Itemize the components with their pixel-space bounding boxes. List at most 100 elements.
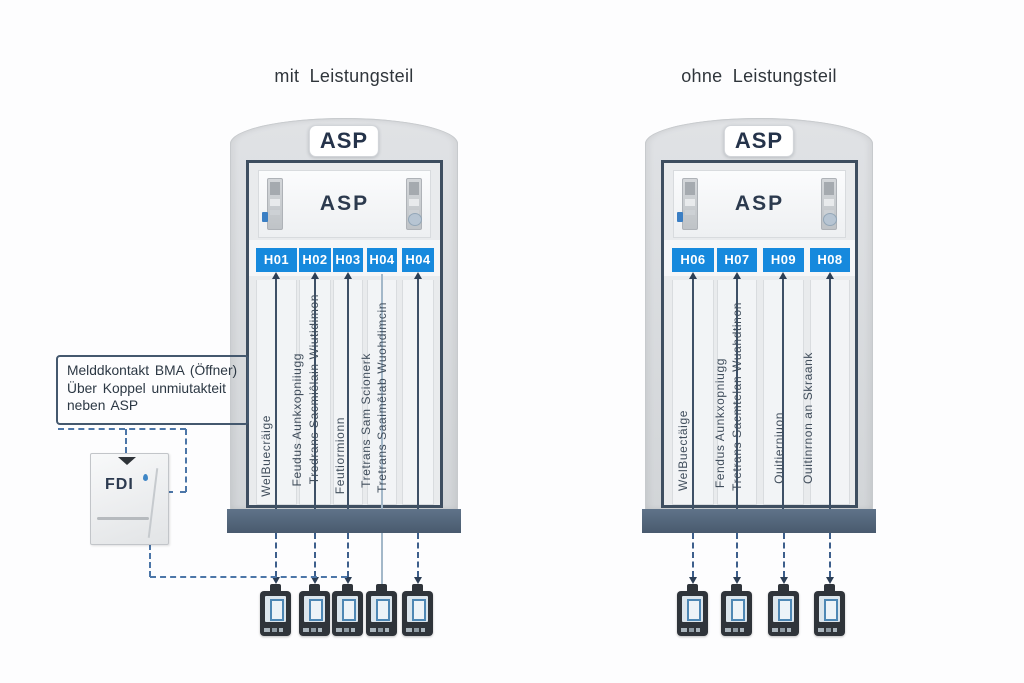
device-tab xyxy=(412,584,423,592)
breaker-window xyxy=(685,199,695,206)
control-panel-device xyxy=(332,584,363,636)
control-panel-device xyxy=(721,584,752,636)
device-screen-frame xyxy=(778,599,792,621)
circuit-breaker-icon xyxy=(262,178,283,230)
control-panel-device xyxy=(299,584,330,636)
wire-h09 xyxy=(782,279,784,509)
device-tab xyxy=(778,584,789,592)
breaker-blue-tab xyxy=(262,212,268,222)
wire-label: WelBuecräige xyxy=(259,415,273,497)
wire-h07 xyxy=(736,279,738,509)
arrow-down-icon xyxy=(826,577,834,584)
device-buttons xyxy=(370,628,389,632)
port-label-h08: H08 xyxy=(810,248,850,272)
control-panel-device xyxy=(814,584,845,636)
switch-panel: ASP xyxy=(258,170,431,238)
wire-h04-b xyxy=(417,279,419,509)
port-label-h02: H02 xyxy=(299,248,331,272)
circuit-breaker-icon xyxy=(821,178,837,230)
wire-h01 xyxy=(275,279,277,509)
annotation-line: Über Koppel unmiutakteit xyxy=(67,380,226,396)
breaker-blue-tab xyxy=(677,212,683,222)
cabinet-plinth-left xyxy=(227,509,461,533)
wire-label: Ouitierniuon xyxy=(772,412,786,484)
device-tab xyxy=(824,584,835,592)
fdi-device: FDI xyxy=(90,453,169,545)
annotation-line: Melddkontakt BMA (Öffner) xyxy=(67,363,238,378)
device-screen-frame xyxy=(731,599,745,621)
device-screen xyxy=(371,596,392,622)
device-tab xyxy=(270,584,281,592)
annotation-box: Melddkontakt BMA (Öffner) Über Koppel un… xyxy=(56,355,249,425)
arrow-up-icon xyxy=(779,272,787,279)
panel-title: ASP xyxy=(319,192,370,215)
port-label-h04-b: H04 xyxy=(402,248,434,272)
drop-wire-dashed xyxy=(347,533,349,577)
drop-wire-solid xyxy=(381,533,383,585)
device-tab xyxy=(342,584,353,592)
cabinet-left: ASP ASP H01 H02 H03 H04 H04 xyxy=(230,118,458,510)
wire-h03 xyxy=(347,279,349,509)
device-buttons xyxy=(336,628,355,632)
drop-wire-dashed xyxy=(829,533,831,577)
connection-dashed-line xyxy=(149,544,151,577)
breaker-toggle xyxy=(824,182,834,195)
device-screen xyxy=(337,596,358,622)
left-figure-title: mit Leistungsteil xyxy=(274,66,414,86)
connection-dashed-line xyxy=(58,428,186,430)
device-screen xyxy=(819,596,840,622)
device-buttons xyxy=(818,628,837,632)
wire-label: Feudus Aunkxopniiugg xyxy=(290,352,304,486)
device-buttons xyxy=(303,628,322,632)
breaker-window xyxy=(824,199,834,206)
device-tab xyxy=(731,584,742,592)
device-buttons xyxy=(725,628,744,632)
device-screen-frame xyxy=(687,599,701,621)
connection-dashed-line xyxy=(150,576,347,578)
switch-panel: ASP xyxy=(673,170,846,238)
wire-label: Ouitinrnon an Skraank xyxy=(801,351,815,484)
wire-h08 xyxy=(829,279,831,509)
wire-label: Fendus Aunkxopniugg xyxy=(713,357,727,488)
right-figure-title: ohne Leistungsteil xyxy=(681,66,837,86)
circuit-breaker-icon xyxy=(406,178,422,230)
device-buttons xyxy=(406,628,425,632)
device-buttons xyxy=(681,628,700,632)
control-panel-device xyxy=(260,584,291,636)
arrow-down-icon xyxy=(344,577,352,584)
arrow-down-icon xyxy=(414,577,422,584)
asp-badge: ASP xyxy=(723,125,795,157)
arrow-down-icon xyxy=(272,577,280,584)
arrow-down-icon xyxy=(118,457,136,465)
drop-wire-dashed xyxy=(692,533,694,577)
device-tab xyxy=(309,584,320,592)
breaker-toggle xyxy=(685,182,695,195)
arrow-up-icon xyxy=(311,272,319,279)
device-tab xyxy=(687,584,698,592)
wire-label: Tretrans Sam Scionerk xyxy=(359,353,373,488)
wire-label: Tredrans Sacmiêlain Wiutidimon xyxy=(307,293,321,484)
drop-wire-dashed xyxy=(736,533,738,577)
control-panel-device xyxy=(366,584,397,636)
wire-h04-a xyxy=(381,274,383,509)
device-buttons xyxy=(772,628,791,632)
arrow-up-icon xyxy=(414,272,422,279)
arrow-up-icon xyxy=(733,272,741,279)
breaker-base xyxy=(409,210,419,215)
port-label-h06: H06 xyxy=(672,248,714,272)
connection-dashed-line xyxy=(167,491,186,493)
panel-title: ASP xyxy=(734,192,785,215)
breaker-toggle xyxy=(270,182,280,195)
fdi-label: FDI xyxy=(105,476,134,493)
breaker-window xyxy=(270,199,280,206)
device-tab xyxy=(376,584,387,592)
device-screen-frame xyxy=(270,599,284,621)
drop-wire-dashed xyxy=(783,533,785,577)
wire-h02 xyxy=(314,279,316,509)
wire-label: Tretrans Saaimêlab Wuohdimcin xyxy=(375,302,389,493)
cabinet-right: ASP ASP H06 H07 H09 H08 xyxy=(645,118,873,510)
device-screen xyxy=(304,596,325,622)
asp-badge: ASP xyxy=(308,125,380,157)
control-panel-device xyxy=(677,584,708,636)
device-screen xyxy=(407,596,428,622)
